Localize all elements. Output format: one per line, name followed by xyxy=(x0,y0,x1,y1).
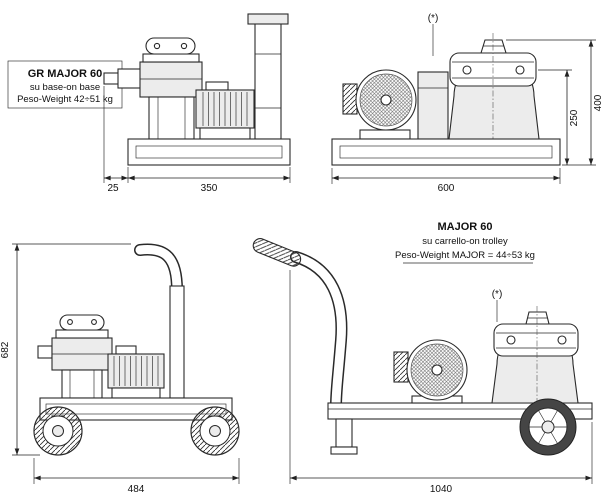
dim-side-height-port: 250 xyxy=(569,109,580,126)
motor-fins xyxy=(113,356,159,386)
electric-motor-front xyxy=(195,81,255,140)
pump-bracket xyxy=(148,96,195,140)
trolley-handle-front xyxy=(134,243,185,399)
base-front-dimensions: 25 350 xyxy=(103,86,291,194)
electric-motor-side xyxy=(342,69,417,140)
trolley-side-view: MAJOR 60 su carrello-on trolley Peso-Wei… xyxy=(252,221,593,495)
filler-cap xyxy=(480,39,507,54)
oval-port-cover xyxy=(59,314,105,331)
terminal-box xyxy=(205,81,229,91)
electric-motor-trolley-side xyxy=(393,339,468,404)
trolley-handle-side xyxy=(252,238,348,412)
right-wheel xyxy=(190,406,240,456)
wheel-spokes xyxy=(529,410,567,444)
suction-port xyxy=(342,83,358,115)
base-title: GR MAJOR 60 xyxy=(28,68,103,80)
motor-foot xyxy=(359,129,411,140)
trolley-weight: Peso-Weight MAJOR = 44÷53 kg xyxy=(395,250,535,261)
dim-front-offset: 25 xyxy=(107,183,119,194)
trolley-front-dimensions: 682 484 xyxy=(0,243,240,495)
suction-port xyxy=(393,351,409,383)
dim-side-height-total: 400 xyxy=(593,94,604,111)
pump-head xyxy=(139,37,203,140)
dim-side-length: 600 xyxy=(438,183,455,194)
fan-hub xyxy=(431,364,443,376)
support-leg xyxy=(335,418,353,448)
base-front-view: GR MAJOR 60 su base-on base Peso-Weight … xyxy=(7,13,291,194)
trolley-subtitle: su carrello-on trolley xyxy=(422,236,508,247)
asterisk-note-trolley: (*) xyxy=(492,289,503,300)
inlet-fitting xyxy=(37,345,53,359)
trolley-side-dimensions: 1040 xyxy=(289,270,593,495)
dim-trolley-height: 682 xyxy=(0,341,11,358)
pump-bracket xyxy=(61,369,103,399)
trolley-wheel-side xyxy=(519,398,577,456)
base-side-dimensions: 400 250 600 xyxy=(331,39,604,194)
dim-front-width: 350 xyxy=(201,183,218,194)
dim-trolley-length: 1040 xyxy=(430,484,453,495)
motor-foot xyxy=(111,387,161,399)
support-foot xyxy=(330,446,358,455)
base-weight: Peso-Weight 42÷51 kg xyxy=(17,94,113,105)
base-side-view: (*) xyxy=(331,13,604,194)
base-frame-side xyxy=(331,138,561,166)
trolley-front-view: 682 484 xyxy=(0,243,240,495)
fan-hub xyxy=(380,94,392,106)
pump-casing-trolley-side xyxy=(491,306,579,412)
trolley-title: MAJOR 60 xyxy=(437,221,492,233)
dim-trolley-width: 484 xyxy=(128,484,145,495)
electric-motor-trolley-front xyxy=(107,345,165,399)
base-subtitle: su base-on base xyxy=(30,82,100,93)
asterisk-note-base: (*) xyxy=(428,13,439,24)
pump-bracket-side xyxy=(417,71,449,140)
inlet-fitting xyxy=(103,68,143,89)
motor-foot xyxy=(199,127,251,140)
motor-fins xyxy=(202,92,248,126)
handle-column xyxy=(169,285,185,399)
terminal-box xyxy=(115,345,137,355)
base-frame-front xyxy=(127,138,291,166)
pump-casing-side xyxy=(448,33,540,148)
oval-port-cover xyxy=(145,37,196,55)
left-wheel xyxy=(33,406,83,456)
handle-grip xyxy=(252,238,302,267)
pump-head-trolley xyxy=(37,314,113,399)
